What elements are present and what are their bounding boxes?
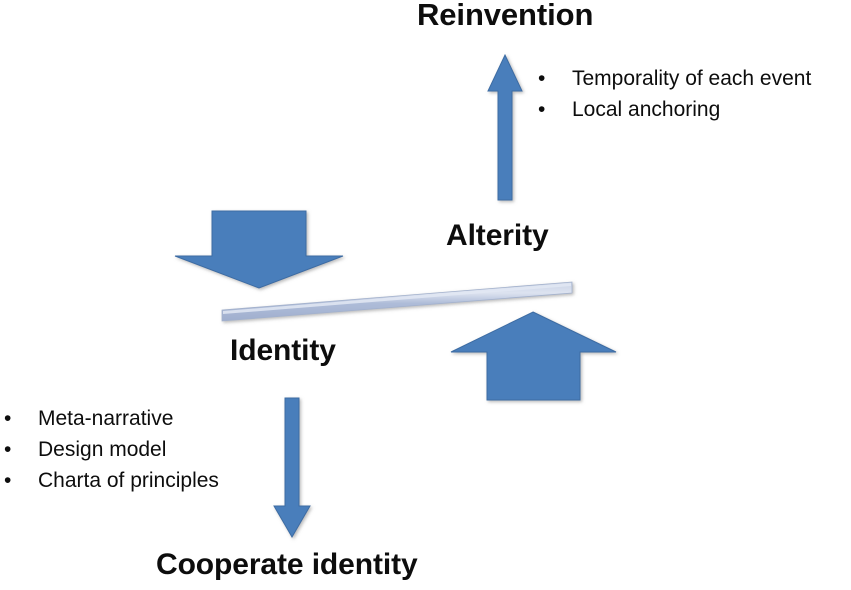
list-item: • Meta-narrative	[2, 403, 219, 434]
list-item: • Design model	[2, 434, 219, 465]
tilted-beam-icon	[221, 281, 573, 322]
thin-down-arrow-icon	[273, 397, 311, 538]
page-title-reinvention: Reinvention	[417, 0, 594, 32]
bullet-icon: •	[4, 438, 12, 462]
list-item-label: Charta of principles	[38, 469, 219, 493]
list-item-label: Design model	[38, 438, 167, 462]
node-label-alterity: Alterity	[446, 219, 549, 252]
thick-up-arrow-icon	[450, 311, 617, 401]
bullet-icon: •	[538, 98, 546, 122]
list-item: • Temporality of each event	[536, 63, 811, 94]
reinvention-bullet-list: • Temporality of each event • Local anch…	[536, 63, 811, 125]
bullet-icon: •	[4, 469, 12, 493]
list-item-label: Temporality of each event	[572, 67, 812, 90]
thick-down-arrow-icon	[174, 210, 344, 289]
node-label-cooperate-identity: Cooperate identity	[156, 548, 418, 581]
bullet-icon: •	[4, 407, 12, 430]
list-item: • Charta of principles	[2, 465, 219, 496]
identity-bullet-list: • Meta-narrative • Design model • Charta…	[2, 403, 219, 496]
bullet-icon: •	[538, 67, 546, 90]
list-item-label: Meta-narrative	[38, 407, 174, 430]
list-item: • Local anchoring	[536, 94, 811, 125]
list-item-label: Local anchoring	[572, 98, 721, 122]
thin-up-arrow-icon	[487, 53, 523, 201]
node-label-identity: Identity	[230, 334, 336, 367]
